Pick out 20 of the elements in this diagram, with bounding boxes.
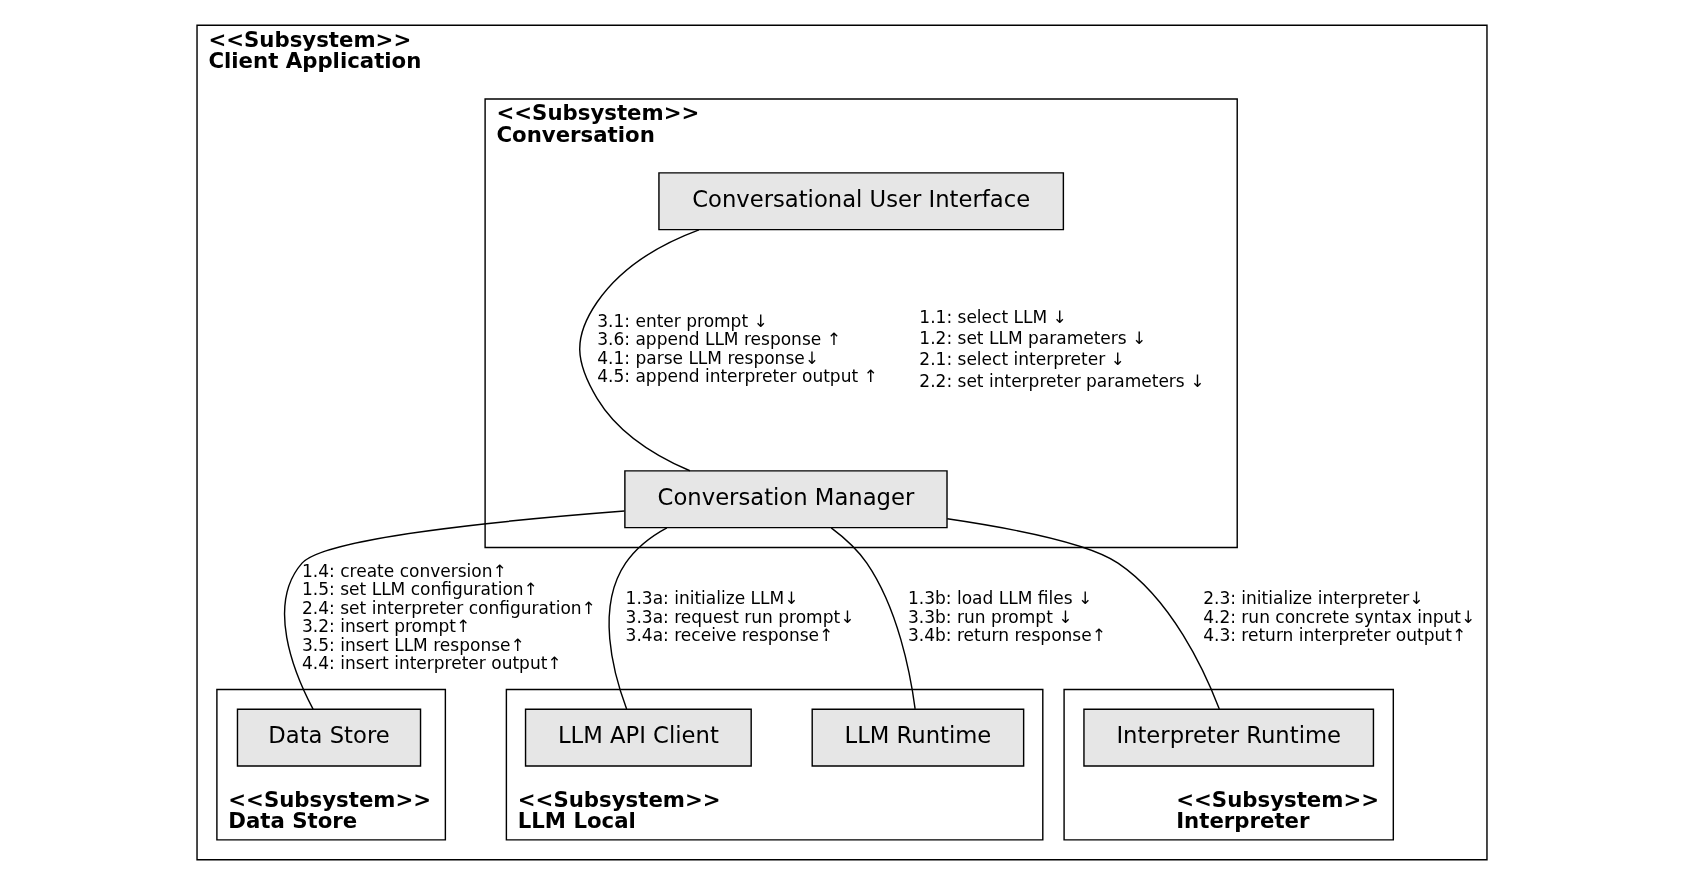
label: 2.1: select interpreter ↓ <box>919 349 1125 370</box>
node-box: Interpreter Runtime <box>1083 708 1375 767</box>
connector <box>946 518 1220 710</box>
node-box: Data Store <box>236 708 422 767</box>
edge-label: 1.3a: initialize LLM↓ 3.3a: request run prompt↓ 3.4a: receive response↑ <box>625 588 855 646</box>
connector <box>579 229 700 472</box>
node-box: LLM API Client <box>524 708 752 767</box>
label: 1.2: set LLM parameters ↓ <box>919 328 1147 349</box>
node-box: LLM Runtime <box>811 708 1025 767</box>
edge-label: 1.4: create conversion↑ 1.5: set LLM configuration↑ 2.4: set interpreter configuration↑ 3.2: insert prompt↑ 3.5: insert LLM response↑ 4.4: insert interpreter output↑ <box>302 560 596 673</box>
label: 1.1: select LLM ↓ <box>919 306 1067 327</box>
edge-label: 2.3: initialize interpreter↓ 4.2: run concrete syntax input↓ 4.3: return interpreter output↑ <box>1203 588 1476 646</box>
connector <box>608 527 668 710</box>
edge-label: 3.1: enter prompt ↓ 3.6: append LLM response ↑ 4.1: parse LLM response↓ 4.5: append interpreter output ↑ <box>597 310 878 387</box>
node-box: Conversation Manager <box>624 470 948 529</box>
connector <box>283 510 626 710</box>
node-box: Conversational User Interface <box>658 172 1065 231</box>
connector <box>830 527 916 710</box>
edge-label: 1.3b: load LLM files ↓ 3.3b: run prompt ↓ 3.4b: return response↑ <box>907 588 1106 646</box>
label: 2.2: set interpreter parameters ↓ <box>919 370 1205 391</box>
